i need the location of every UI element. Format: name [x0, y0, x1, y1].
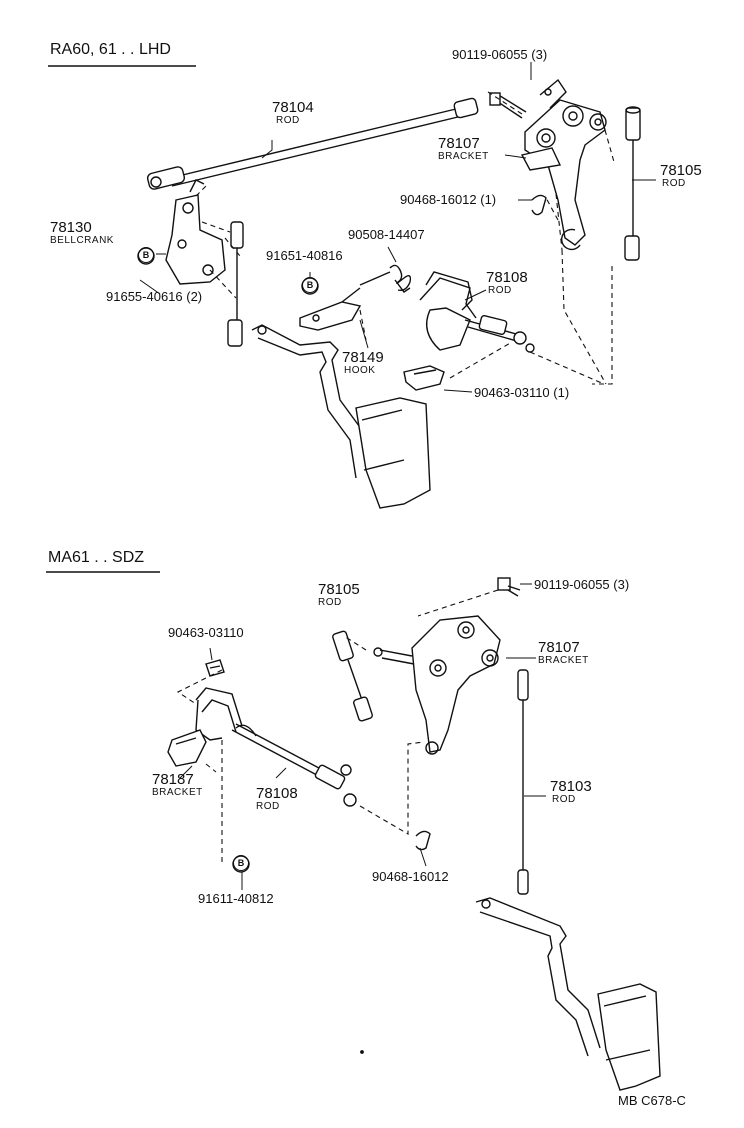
callout-name: ROD	[276, 115, 300, 126]
rod-78108-a-drawing	[419, 271, 535, 353]
callout-number: 78103	[550, 778, 592, 795]
callout-number: 78108	[486, 269, 528, 286]
callout-name: ROD	[662, 178, 686, 189]
assembly-lines-bottom	[176, 589, 499, 864]
callout-number: 78187	[152, 771, 194, 788]
bolt-type-b-badge: B	[233, 855, 249, 871]
callout-number: 78149	[342, 349, 384, 366]
drawing-code: MB C678-C	[618, 1093, 686, 1108]
accelerator-pedal-top-drawing	[251, 324, 431, 509]
bolt-type-b-badge: B	[302, 277, 318, 293]
bolt-90119-b-drawing	[497, 577, 521, 597]
bracket-78107-b-drawing	[373, 615, 501, 755]
section-heading-ma61: MA61 . . SDZ	[48, 549, 145, 566]
callout-number: 78105	[660, 162, 702, 179]
leader-lines-top	[139, 62, 656, 393]
spring-90508-drawing	[359, 264, 412, 293]
callout-part: 91611-40812	[198, 891, 274, 906]
link-rod-top-left-drawing	[227, 221, 244, 347]
bellcrank-78130-drawing	[165, 179, 226, 285]
bracket-78107-drawing	[520, 78, 607, 251]
callout-part: 91655-40616 (2)	[106, 289, 203, 304]
leader-lines-bottom	[179, 583, 546, 890]
callout-name: ROD	[256, 801, 280, 812]
pin-90468-b-drawing	[415, 830, 431, 851]
bolt-90119-a-drawing	[489, 92, 527, 119]
assembly-lines-top	[195, 91, 615, 385]
callout-name: BRACKET	[438, 151, 489, 162]
rod-78108-b-drawing	[195, 687, 357, 807]
clip-90463-a-drawing	[403, 365, 445, 391]
callout-name: HOOK	[344, 365, 376, 376]
accelerator-pedal-bottom-drawing	[475, 897, 661, 1091]
callout-name: ROD	[552, 794, 576, 805]
callout-part: 90508-14407	[348, 227, 425, 242]
rod-78104-drawing	[146, 97, 479, 190]
callout-name: BRACKET	[152, 787, 203, 798]
callout-number: 78130	[50, 219, 92, 236]
callout-part: 90463-03110	[168, 625, 244, 640]
callout-part: 90119-06055 (3)	[452, 47, 548, 62]
rod-78105-a-drawing	[624, 106, 641, 261]
callout-part: 90468-16012 (1)	[400, 192, 497, 207]
callout-name: BELLCRANK	[50, 235, 114, 246]
rod-78103-drawing	[517, 669, 529, 895]
callout-part: 90468-16012	[372, 869, 449, 884]
hook-78149-drawing	[299, 287, 362, 331]
stray-mark	[360, 1050, 364, 1054]
callout-part: 90463-03110 (1)	[474, 385, 570, 400]
bracket-78187-drawing	[167, 729, 207, 767]
section-heading-ra60: RA60, 61 . . LHD	[50, 41, 171, 58]
callout-name: BRACKET	[538, 655, 589, 666]
callout-part: 91651-40816	[266, 248, 343, 263]
callout-number: 78104	[272, 99, 314, 116]
callout-number: 78107	[538, 639, 580, 656]
pin-90468-a-drawing	[531, 194, 547, 216]
callout-number: 78108	[256, 785, 298, 802]
rod-78105-b-drawing	[332, 630, 373, 722]
callout-number: 78105	[318, 581, 360, 598]
callout-number: 78107	[438, 135, 480, 152]
callout-part: 90119-06055 (3)	[534, 577, 630, 592]
callout-name: ROD	[488, 285, 512, 296]
bolt-type-b-badge: B	[138, 247, 154, 263]
clip-90463-b-drawing	[205, 659, 225, 677]
callout-name: ROD	[318, 597, 342, 608]
